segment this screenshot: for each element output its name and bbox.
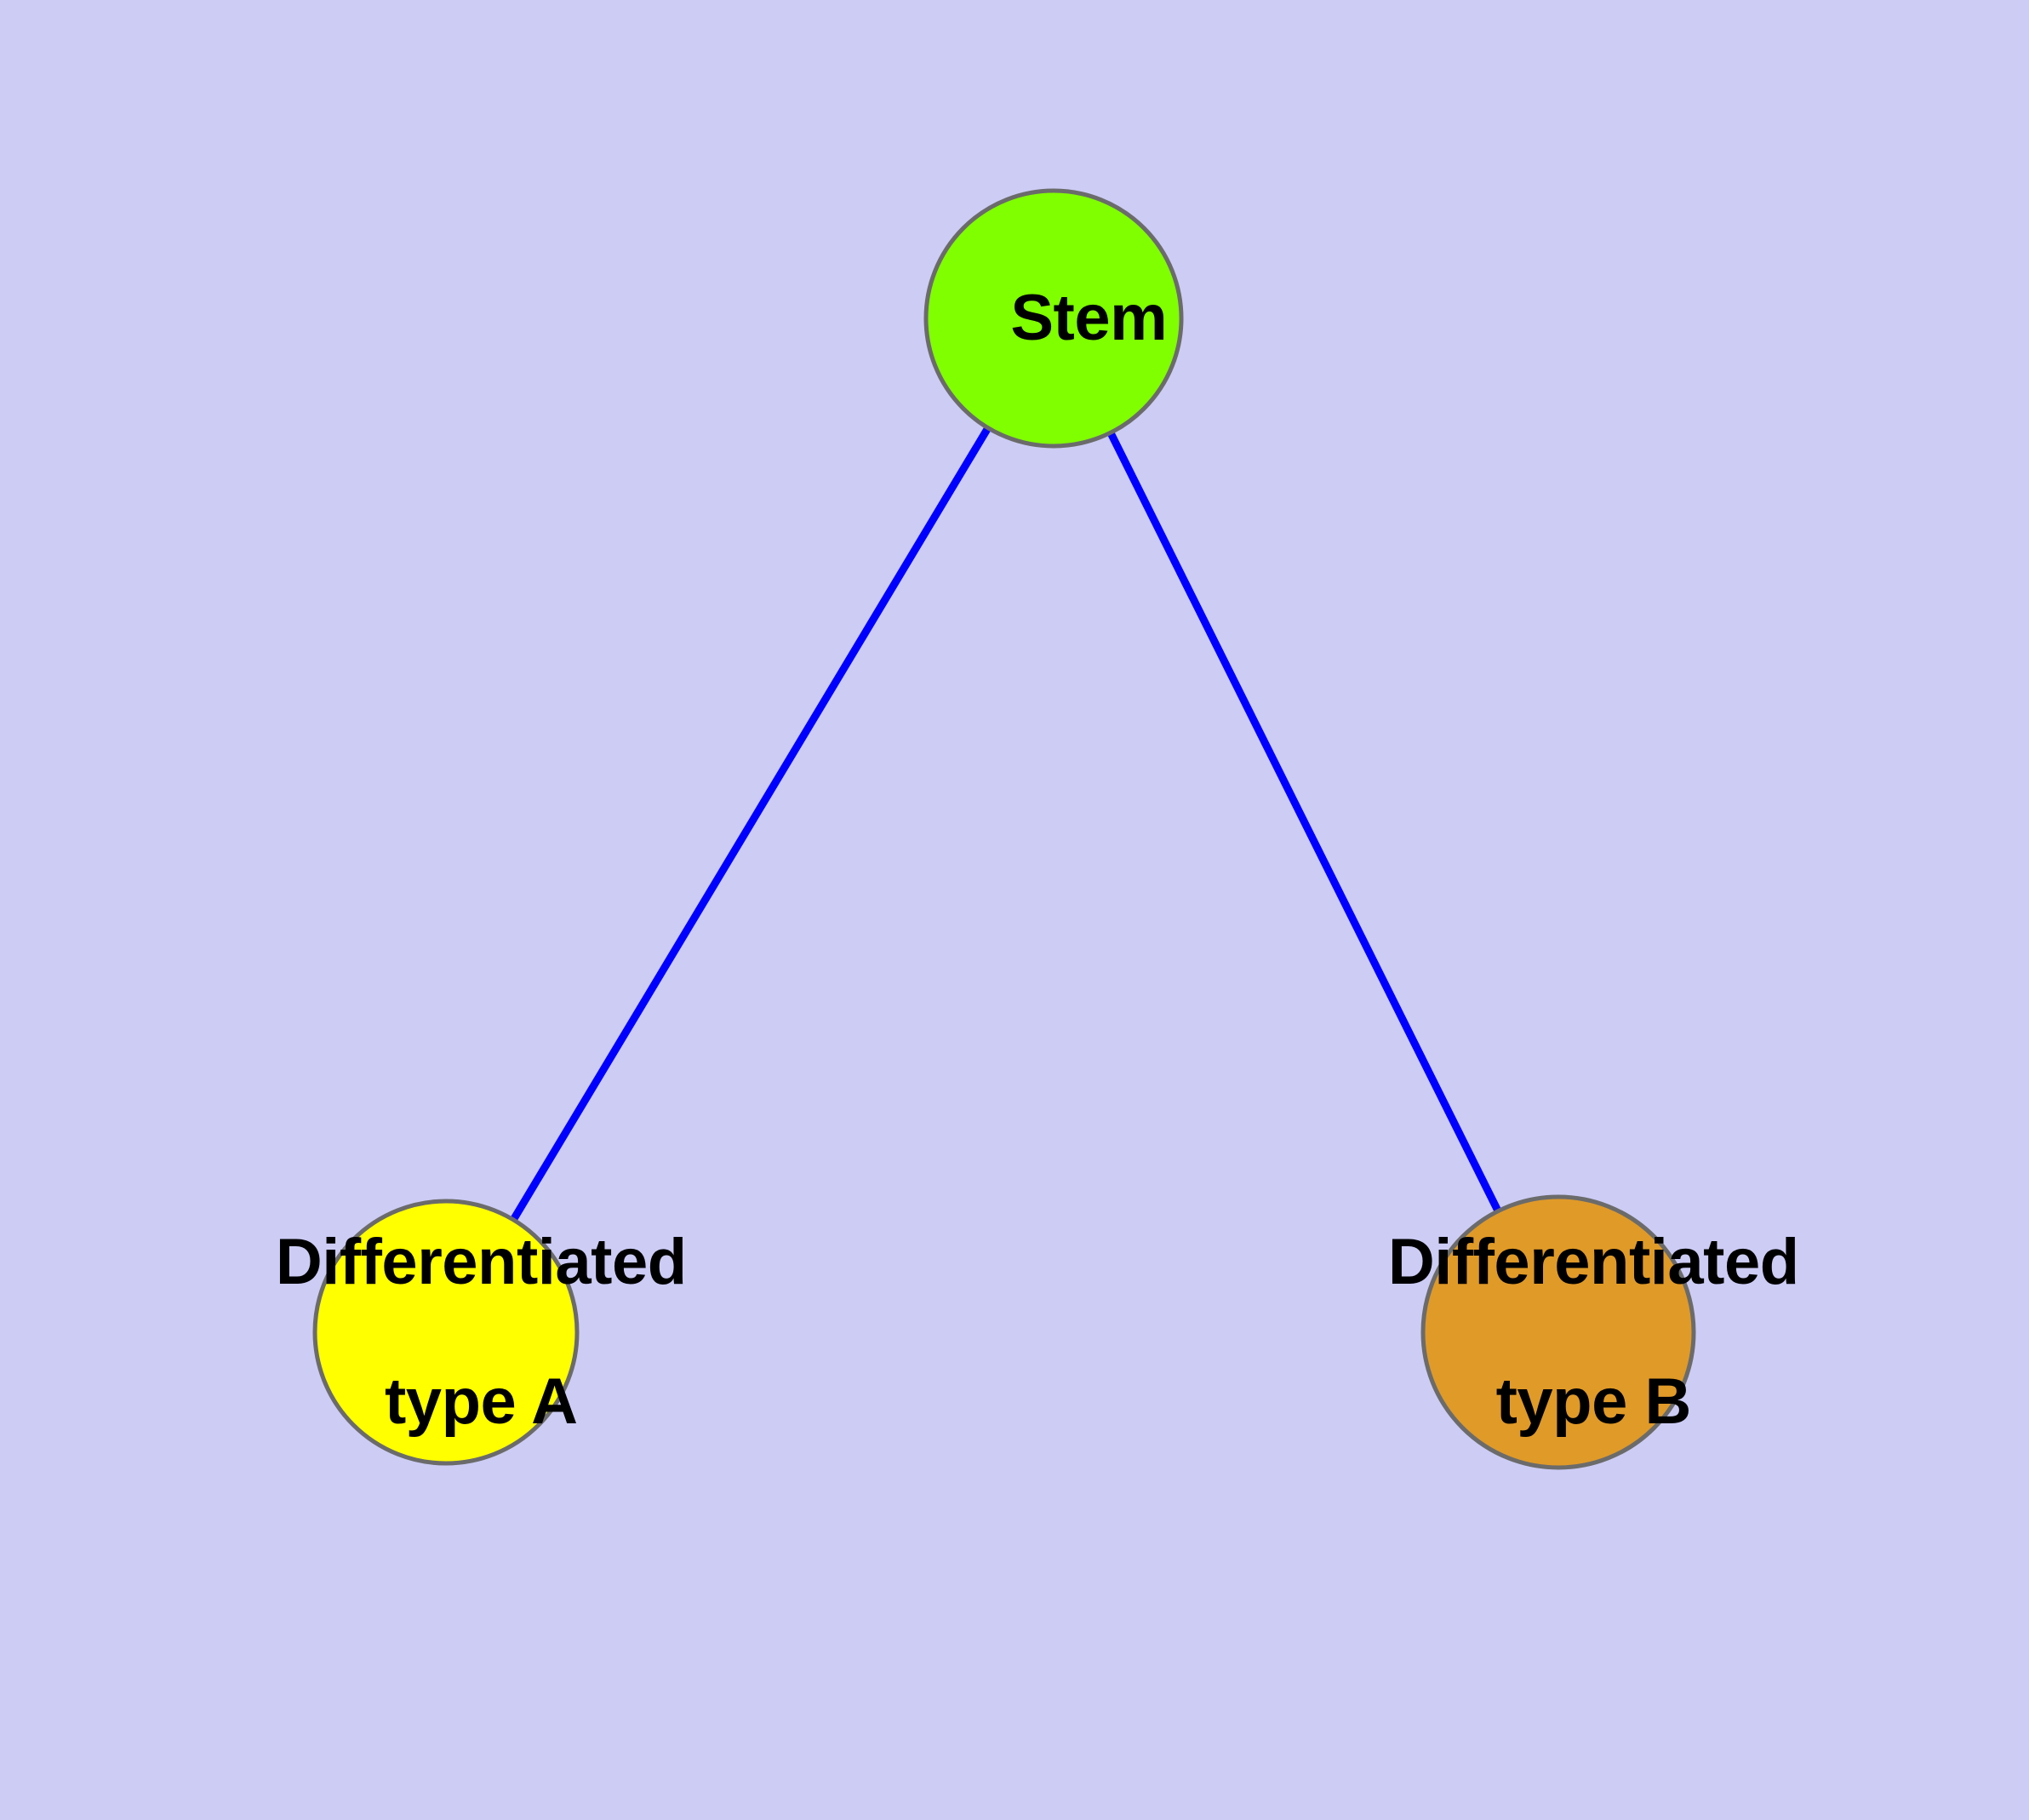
edge-group [443,316,1563,1335]
edge-stem-to-differentiated-type-a[interactable] [443,316,1057,1335]
edge-stem-to-differentiated-type-b[interactable] [1049,316,1563,1335]
node-stem[interactable] [923,188,1184,449]
node-differentiated-type-a[interactable] [312,1199,580,1466]
node-group [312,188,1696,1470]
node-differentiated-type-b[interactable] [1420,1194,1696,1470]
